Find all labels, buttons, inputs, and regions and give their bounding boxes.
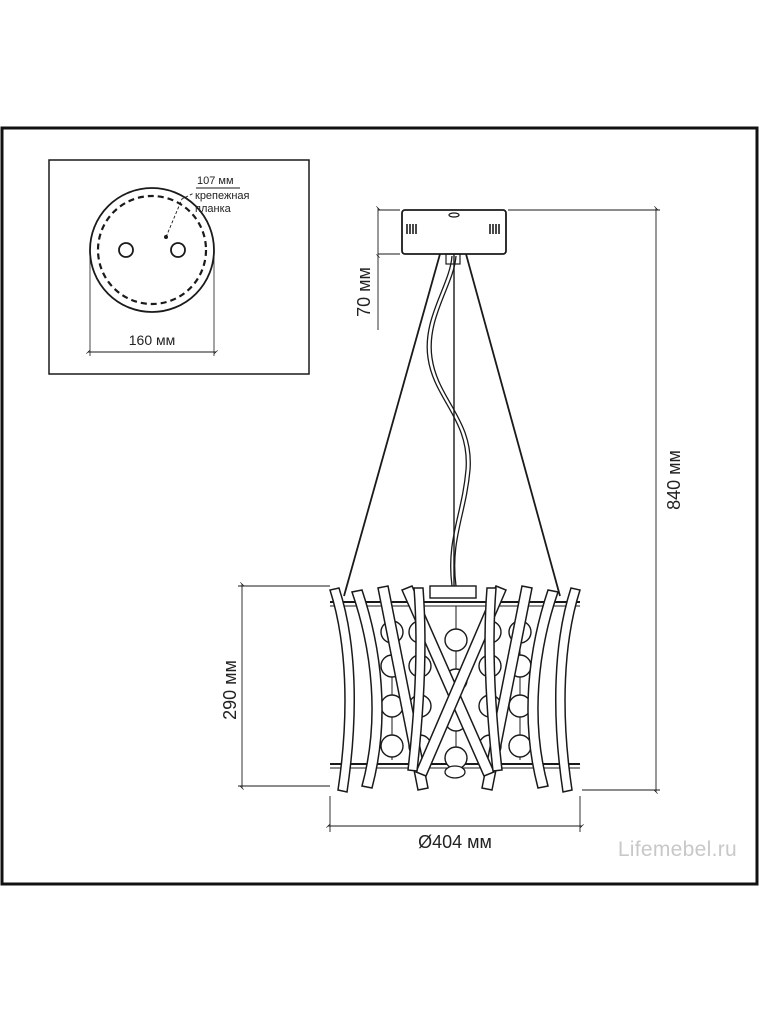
mount-detail-inset: 107 мм крепежная планка 160 мм bbox=[48, 159, 310, 375]
shade-hub bbox=[429, 585, 477, 599]
canopy-diameter-label: 160 мм bbox=[129, 332, 176, 348]
power-cable bbox=[426, 255, 467, 587]
bracket-label-line2: планка bbox=[195, 203, 232, 215]
pendant-lamp-drawing bbox=[329, 209, 581, 793]
dimension-lines bbox=[238, 206, 660, 832]
mounting-plate-dashed bbox=[96, 194, 208, 306]
bracket-leader bbox=[165, 192, 195, 238]
bracket-spacing-label: 107 мм bbox=[197, 175, 234, 187]
suspension-wire-left bbox=[343, 253, 441, 597]
watermark-text: Lifemebel.ru bbox=[617, 838, 737, 861]
bottom-finial bbox=[444, 765, 466, 779]
canopy-vents-right bbox=[489, 224, 500, 234]
shade-height-label: 290 мм bbox=[220, 660, 240, 720]
decorative-bars bbox=[329, 585, 581, 793]
cable-grip bbox=[445, 253, 461, 265]
total-height-label: 840 мм bbox=[664, 450, 684, 510]
outer-frame bbox=[0, 126, 759, 886]
mount-hole-left bbox=[118, 242, 134, 258]
bracket-label-line1: крепежная bbox=[195, 190, 250, 202]
mount-hole-right bbox=[170, 242, 186, 258]
suspension-wire-right bbox=[465, 253, 561, 597]
canopy-screw bbox=[448, 212, 460, 218]
suspension-height-label: 70 мм bbox=[354, 267, 374, 317]
shade-diameter-label: Ø404 мм bbox=[418, 832, 492, 852]
power-cable-outline bbox=[430, 255, 471, 587]
inset-box bbox=[48, 159, 310, 375]
canopy-vents-left bbox=[406, 224, 417, 234]
